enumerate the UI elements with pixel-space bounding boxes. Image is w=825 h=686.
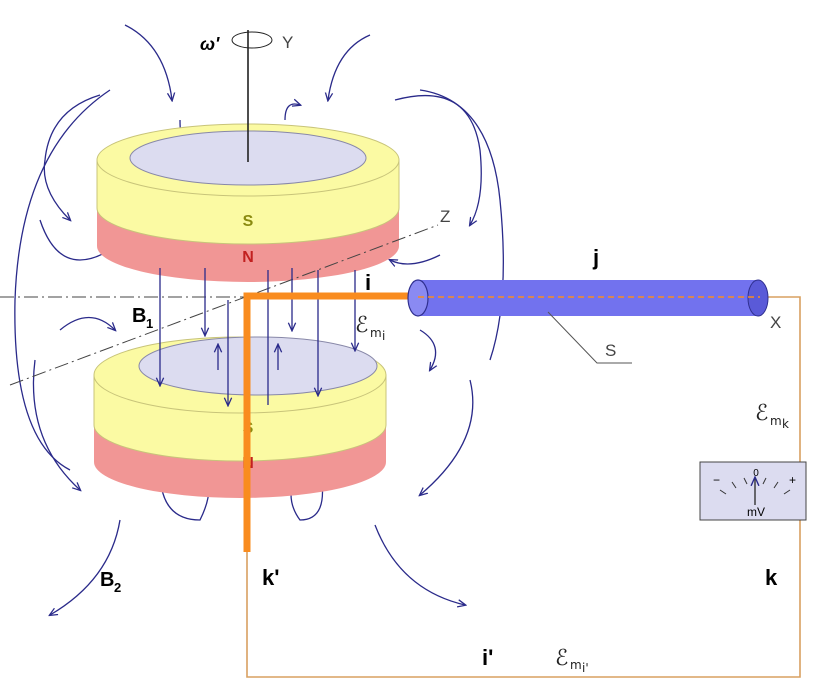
point-j-label: j bbox=[592, 245, 599, 270]
meter-unit-label: mV bbox=[747, 505, 765, 519]
s-axis-label: S bbox=[605, 341, 616, 360]
z-axis-label: Z bbox=[440, 207, 450, 226]
svg-text:m: m bbox=[770, 414, 782, 428]
svg-text:i: i bbox=[382, 329, 385, 343]
meter-zero-label: 0 bbox=[753, 468, 759, 479]
svg-text:ℰ: ℰ bbox=[555, 646, 568, 671]
field-b2-subscript: 2 bbox=[114, 580, 121, 595]
circuit-wire bbox=[246, 296, 801, 678]
x-axis-label: X bbox=[770, 313, 781, 332]
top-magnet-south-label: S bbox=[243, 213, 254, 230]
svg-text:m: m bbox=[370, 326, 382, 340]
point-i-prime-label: i' bbox=[482, 645, 493, 670]
top-magnet-north-label: N bbox=[242, 249, 254, 266]
point-k-prime-label: k' bbox=[262, 565, 279, 590]
meter-plus-label: + bbox=[789, 473, 796, 487]
y-axis-label: Y bbox=[282, 33, 293, 52]
point-k-label: k bbox=[765, 565, 778, 590]
bottom-magnet: S N bbox=[93, 336, 387, 498]
field-b1-label: B bbox=[132, 305, 146, 327]
millivoltmeter: 0 − + mV bbox=[699, 461, 807, 521]
sliding-contact-conductor bbox=[243, 292, 415, 552]
svg-text:ℰ: ℰ bbox=[355, 313, 368, 338]
field-b2-label: B bbox=[100, 569, 114, 591]
field-b1-subscript: 1 bbox=[146, 316, 153, 331]
svg-text:m: m bbox=[570, 658, 582, 672]
rotating-rod bbox=[407, 279, 769, 364]
meter-minus-label: − bbox=[713, 473, 720, 487]
magnetic-field-lines bbox=[14, 24, 504, 615]
rotation-omega-label: ω' bbox=[200, 34, 220, 54]
svg-text:i': i' bbox=[582, 661, 589, 675]
emf-i-label: ℰ m i bbox=[355, 313, 385, 343]
svg-text:k: k bbox=[782, 417, 789, 431]
point-i-label: i bbox=[365, 270, 371, 295]
svg-text:ℰ: ℰ bbox=[755, 401, 768, 426]
emf-k-label: ℰ m k bbox=[755, 401, 789, 431]
emf-i-prime-label: ℰ m i' bbox=[555, 646, 589, 675]
